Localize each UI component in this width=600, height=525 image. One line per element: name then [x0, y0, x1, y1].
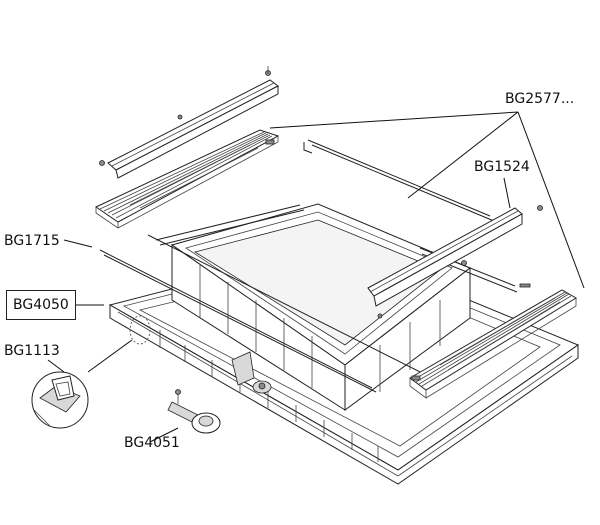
label-bg4050: BG4050 — [6, 290, 76, 320]
bg1113-detail — [31, 315, 151, 429]
right-rail — [367, 205, 543, 319]
loose-rods — [99, 139, 518, 393]
pleated-blind-right — [409, 283, 577, 399]
label-bg2577: BG2577... — [505, 91, 575, 107]
label-bg1524: BG1524 — [474, 159, 530, 175]
pleated-blind-left — [94, 129, 280, 229]
upper-rail-left — [99, 66, 279, 179]
label-bg1113: BG1113 — [4, 343, 60, 359]
label-bg4051: BG4051 — [124, 435, 180, 451]
label-bg1715: BG1715 — [4, 233, 60, 249]
bg4051-part — [167, 389, 221, 434]
leader-lines — [47, 111, 585, 443]
